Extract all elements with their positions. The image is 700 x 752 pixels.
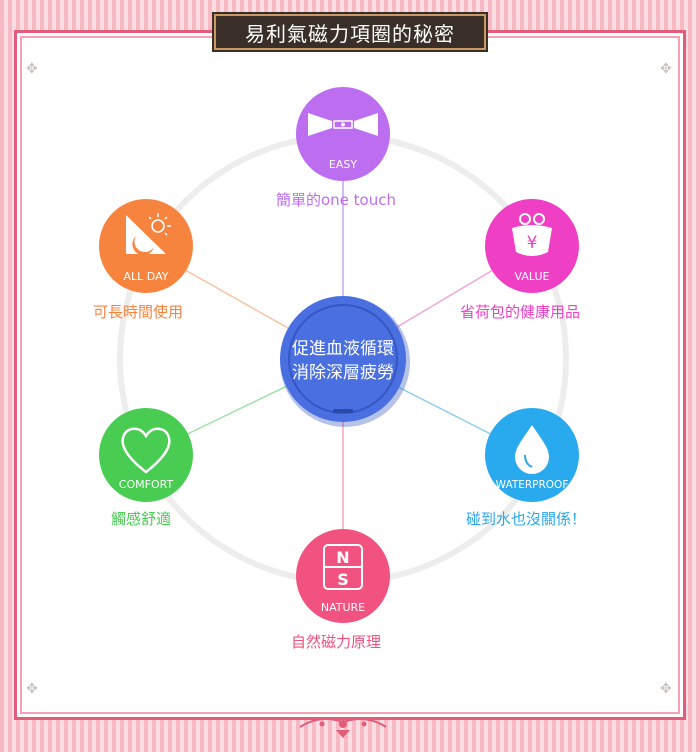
center-circle	[280, 296, 406, 422]
coin-purse-icon: ¥	[512, 213, 552, 256]
caption-waterproof: 碰到水也沒關係！	[466, 510, 587, 528]
corner-ornament-top-right: ✥	[660, 61, 672, 77]
center-line-2: 消除深層疲勞	[292, 363, 394, 383]
clasp-icon	[308, 113, 378, 136]
magnet-s-label: S	[337, 570, 349, 589]
node-allday: ALL DAY	[99, 199, 193, 293]
caption-easy: 簡單的one touch	[276, 191, 397, 209]
center-indicator	[333, 409, 353, 413]
page-title: 易利氣磁力項圈的秘密	[214, 14, 486, 50]
badge-nature: NATURE	[321, 601, 365, 614]
magnet-n-label: N	[336, 548, 349, 567]
node-comfort: COMFORT	[99, 408, 193, 502]
corner-ornament-bottom-right: ✥	[660, 681, 672, 697]
bottom-ornament	[299, 717, 387, 738]
badge-comfort: COMFORT	[119, 478, 174, 491]
caption-value: 省荷包的健康用品	[460, 303, 581, 321]
caption-allday: 可長時間使用	[93, 303, 184, 321]
moon-sun-icon	[126, 213, 171, 256]
badge-allday: ALL DAY	[124, 270, 169, 283]
badge-waterproof: WATERPROOF	[496, 479, 569, 491]
center-line-1: 促進血液循環	[292, 339, 394, 359]
corner-ornament-top-left: ✥	[26, 61, 38, 77]
badge-easy: EASY	[329, 158, 357, 171]
node-easy: EASY	[296, 87, 390, 181]
node-nature: N S NATURE	[296, 529, 390, 623]
heart-icon	[121, 427, 171, 474]
ns-magnet-icon: N S	[323, 544, 363, 590]
currency-symbol: ¥	[527, 233, 538, 253]
caption-nature: 自然磁力原理	[291, 633, 382, 651]
node-waterproof: WATERPROOF	[485, 408, 579, 502]
caption-comfort: 觸感舒適	[111, 510, 172, 528]
corner-ornament-bottom-left: ✥	[26, 681, 38, 697]
node-value: ¥ VALUE	[485, 199, 579, 293]
badge-value: VALUE	[515, 270, 550, 283]
water-drop-icon	[515, 425, 549, 474]
